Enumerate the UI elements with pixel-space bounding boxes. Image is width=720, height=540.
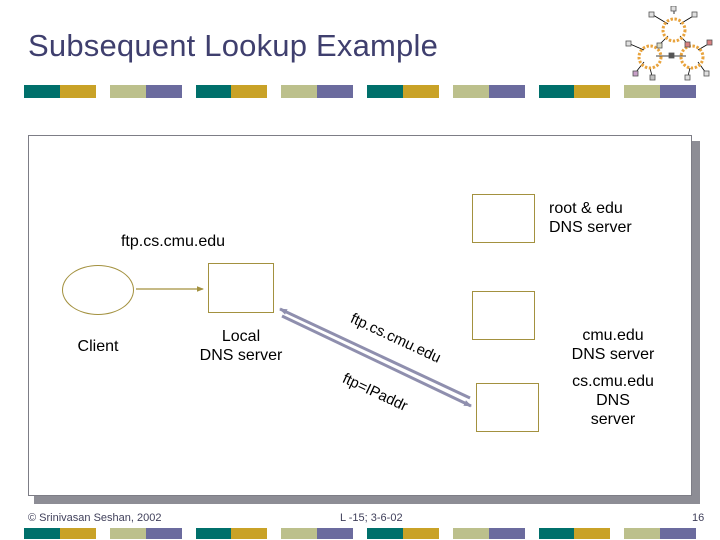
cs-cmu-dns-box[interactable] <box>476 383 539 432</box>
color-bar-segment <box>538 528 575 539</box>
client-label: Client <box>77 338 119 355</box>
color-bar-segment <box>281 85 318 98</box>
color-bar-segment <box>59 528 96 539</box>
color-bar-segment <box>281 528 318 539</box>
color-bar-segment <box>24 528 60 539</box>
cmu-dns-box[interactable] <box>472 291 535 340</box>
color-bar-segment <box>195 85 232 98</box>
top-color-bar <box>24 85 696 98</box>
color-bar-segment <box>24 85 60 98</box>
local-dns-label: Local DNS server <box>199 328 283 364</box>
color-bar-segment <box>109 85 146 98</box>
color-bar-segment <box>59 85 96 98</box>
color-bar-segment <box>538 85 575 98</box>
root-edu-dns-label: root & edu DNS server <box>549 200 632 236</box>
color-bar-segment <box>574 85 611 98</box>
footer-copyright: © Srinivasan Seshan, 2002 <box>28 512 162 524</box>
cmu-dns-label: cmu.edu DNS server <box>571 327 655 363</box>
color-bar-segment <box>402 528 439 539</box>
client-ellipse[interactable] <box>62 265 134 315</box>
color-bar-segment <box>452 528 489 539</box>
color-bar-segment <box>145 528 182 539</box>
color-bar-segment <box>624 85 661 98</box>
page-title: Subsequent Lookup Example <box>28 28 439 63</box>
color-bar-segment <box>231 85 268 98</box>
color-bar-segment <box>367 85 403 98</box>
color-bar-segment <box>452 85 489 98</box>
color-bar-segment <box>660 528 696 539</box>
client-query-label: ftp.cs.cmu.edu <box>120 233 226 250</box>
root-edu-dns-box[interactable] <box>472 194 535 243</box>
color-bar-segment <box>574 528 611 539</box>
color-bar-segment <box>624 528 661 539</box>
bottom-color-bar <box>24 528 696 539</box>
color-bar-segment <box>195 528 232 539</box>
network-graph-logo <box>620 5 716 82</box>
color-bar-segment <box>367 528 403 539</box>
local-dns-box[interactable] <box>208 263 274 313</box>
color-bar-segment <box>231 528 268 539</box>
color-bar-segment <box>145 85 182 98</box>
color-bar-segment <box>488 528 525 539</box>
color-bar-segment <box>109 528 146 539</box>
color-bar-segment <box>488 85 525 98</box>
color-bar-segment <box>317 85 353 98</box>
cs-cmu-dns-label: cs.cmu.edu DNS server <box>572 373 654 428</box>
color-bar-segment <box>317 528 353 539</box>
footer-page-number: 16 <box>692 512 705 524</box>
color-bar-segment <box>402 85 439 98</box>
color-bar-segment <box>660 85 696 98</box>
footer-lecture-info: L -15; 3-6-02 <box>340 512 403 524</box>
